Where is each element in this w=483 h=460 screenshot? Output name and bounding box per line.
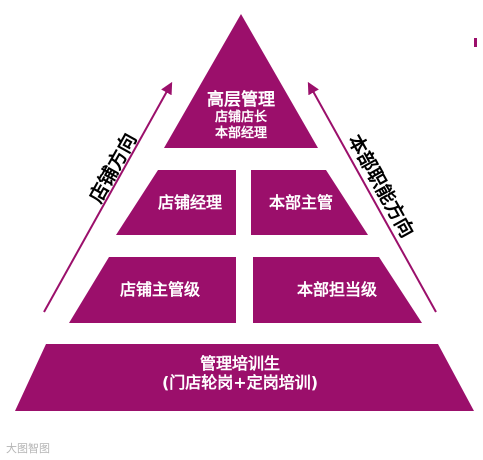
tier-base-line2: (门店轮岗+定岗培训) — [161, 373, 319, 393]
tier3-left-label: 店铺主管级 — [119, 280, 200, 299]
tier3-left-shape — [69, 257, 236, 323]
tier-top-shape — [164, 14, 318, 148]
tier-base-label: 管理培训生 (门店轮岗+定岗培训) — [130, 354, 350, 392]
tier2-right-shape — [251, 170, 368, 235]
tier-base-shape — [15, 344, 474, 411]
tier3-right-label: 本部担当级 — [296, 280, 377, 299]
tier2-left-shape — [116, 170, 236, 235]
tier-top-label: 高层管理 店铺店长 本部经理 — [191, 90, 291, 142]
tier-top-line2: 店铺店长 — [214, 110, 267, 126]
tier2-left-label: 店铺经理 — [157, 193, 222, 212]
tier2-right-label: 本部主管 — [268, 193, 333, 212]
tier-top-title: 高层管理 — [207, 90, 275, 110]
tier3-right-shape — [253, 257, 422, 323]
right-direction-arrow — [307, 81, 437, 313]
tier-top-line3: 本部经理 — [214, 125, 267, 141]
watermark-text: 大图智图 — [6, 442, 50, 455]
tier-base-line1: 管理培训生 — [199, 354, 280, 373]
left-direction-arrow — [43, 81, 173, 313]
edge-accent-mark — [474, 38, 477, 47]
